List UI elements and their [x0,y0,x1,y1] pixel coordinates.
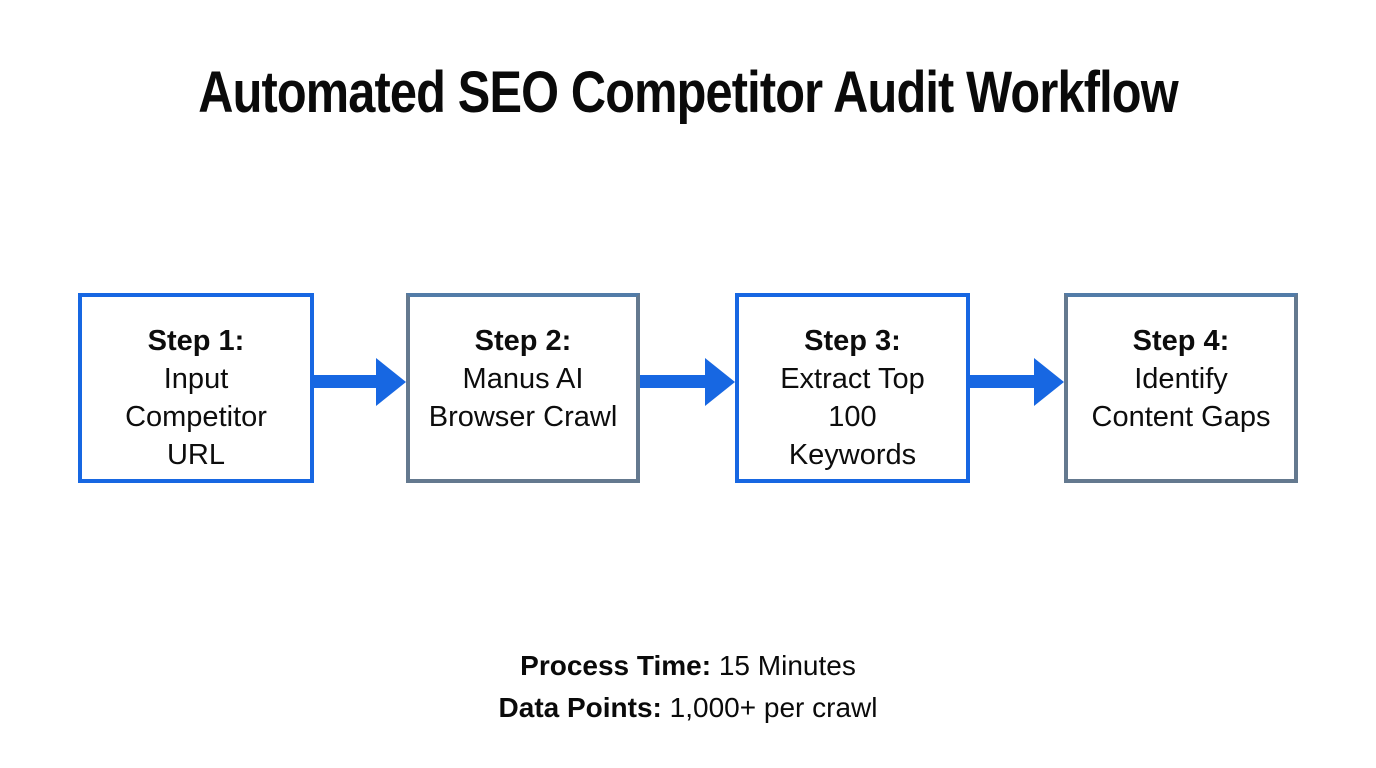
step-3-line: 100 [828,401,877,433]
data-points-line: Data Points: 1,000+ per crawl [0,687,1376,729]
step-4-line: Identify [1134,363,1228,395]
arrow-shaft [640,375,707,388]
step-1-line: URL [166,439,225,471]
step-1-line: Competitor [125,401,267,433]
step-2-line: Manus AI [462,363,584,395]
step-3-line: Keywords [788,439,917,471]
step-1-line: Input [163,363,229,395]
arrow-shaft [314,375,378,388]
arrow-head [705,358,735,406]
footer-stats: Process Time: 15 Minutes Data Points: 1,… [0,645,1376,729]
flow-arrow-icon [314,358,406,406]
arrow-shaft [970,375,1036,388]
process-time-value: 15 Minutes [711,650,856,681]
process-time-label: Process Time: [520,650,712,681]
arrow-head [376,358,406,406]
arrow-head [1034,358,1064,406]
data-points-label: Data Points: [498,692,662,723]
step-4-box: Step 4: Identify Content Gaps [1064,293,1298,483]
flow-arrow-icon [640,358,735,406]
step-3-line: Extract Top [780,363,925,395]
page-title: Automated SEO Competitor Audit Workflow [198,60,1178,125]
step-2-label: Step 2: [474,325,572,357]
flow-arrow-icon [970,358,1064,406]
step-1-label: Step 1: [147,325,245,357]
step-1-box: Step 1: Input Competitor URL [78,293,314,483]
step-2-box: Step 2: Manus AI Browser Crawl [406,293,640,483]
step-3-label: Step 3: [804,325,901,357]
step-2-line: Browser Crawl [428,401,618,433]
step-3-box: Step 3: Extract Top 100 Keywords [735,293,970,483]
process-time-line: Process Time: 15 Minutes [0,645,1376,687]
data-points-value: 1,000+ per crawl [661,692,878,723]
step-4-label: Step 4: [1132,325,1230,357]
step-4-line: Content Gaps [1091,401,1271,433]
